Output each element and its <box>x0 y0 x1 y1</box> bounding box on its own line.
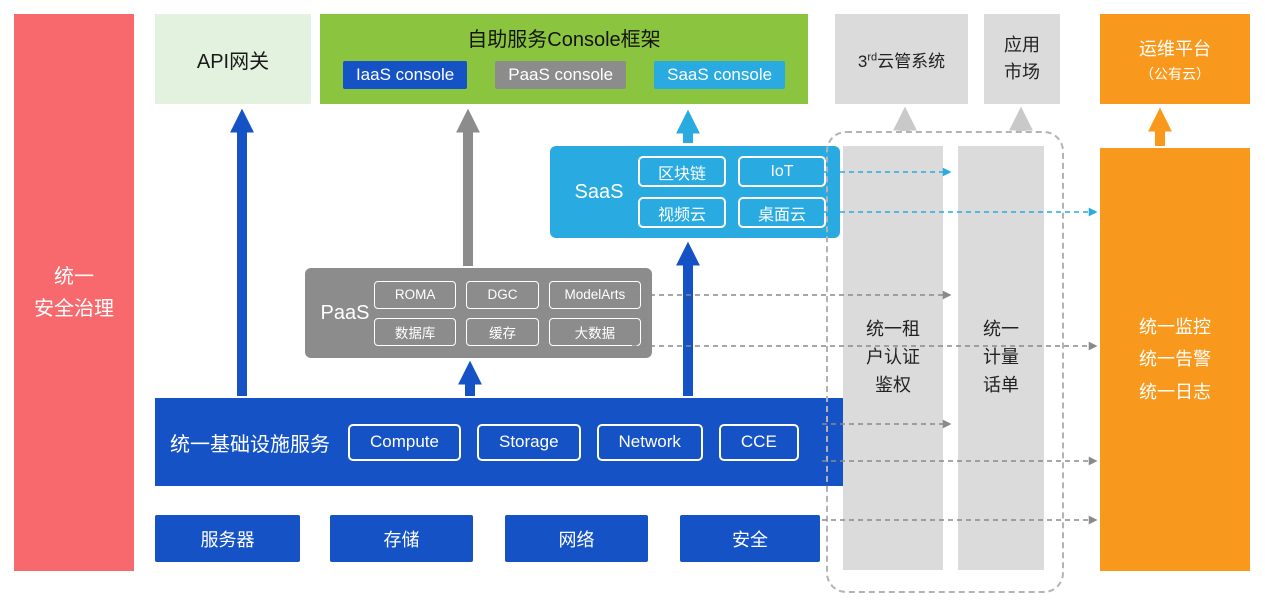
paas-item-dgc: DGC <box>466 280 539 309</box>
console-frame-box: 自助服务Console框架 IaaS console PaaS console … <box>320 14 808 104</box>
om-platform-box: 运维平台 （公有云） <box>1100 14 1250 104</box>
saas-item-iot: IoT <box>738 156 826 187</box>
saas-console-chip: SaaS console <box>654 61 786 89</box>
saas-item-grid: 区块链 IoT 视频云 桌面云 <box>638 156 830 228</box>
infrastructure-block: 统一基础设施服务 Compute Storage Network CCE <box>155 398 850 486</box>
saas-label: SaaS <box>574 180 624 203</box>
infra-item-cce: CCE <box>718 423 799 461</box>
hardware-box-network: 网络 <box>505 515 648 562</box>
hardware-box-storage: 存储 <box>330 515 473 562</box>
om-platform-subtitle: （公有云） <box>1140 65 1210 82</box>
paas-block: PaaS ROMA DGC ModelArts 数据库 缓存 大数据 <box>305 268 652 358</box>
paas-item-roma: ROMA <box>374 280 457 309</box>
paas-item-cache: 缓存 <box>466 317 539 346</box>
monitoring-bar: 统一监控 统一告警 统一日志 <box>1100 148 1250 571</box>
paas-item-bigdata: 大数据 <box>548 317 641 346</box>
security-governance-bar: 统一 安全治理 <box>14 14 134 571</box>
third-party-cms-box: 3rd云管系统 <box>835 14 968 104</box>
hardware-box-server: 服务器 <box>155 515 300 562</box>
om-platform-title: 运维平台 <box>1139 38 1211 59</box>
paas-item-database: 数据库 <box>374 317 457 346</box>
saas-item-desktop-cloud: 桌面云 <box>738 197 826 228</box>
infrastructure-label: 统一基础设施服务 <box>170 433 330 456</box>
saas-item-video-cloud: 视频云 <box>638 197 726 228</box>
infra-item-storage: Storage <box>476 423 581 461</box>
api-gateway-box: API网关 <box>155 14 311 104</box>
saas-block: SaaS 区块链 IoT 视频云 桌面云 <box>550 146 840 238</box>
paas-item-grid: ROMA DGC ModelArts 数据库 缓存 大数据 <box>374 280 641 346</box>
infra-item-network: Network <box>596 423 703 461</box>
dashed-boundary <box>826 131 1064 593</box>
infra-item-compute: Compute <box>348 423 461 461</box>
iaas-console-chip: IaaS console <box>342 61 468 89</box>
third-party-cms-label: 3rd云管系统 <box>857 50 946 71</box>
hardware-box-security: 安全 <box>680 515 820 562</box>
paas-item-modelarts: ModelArts <box>548 280 641 309</box>
app-market-box: 应用 市场 <box>984 14 1060 104</box>
console-frame-title: 自助服务Console框架 <box>467 29 661 51</box>
saas-item-blockchain: 区块链 <box>638 156 726 187</box>
tenant-auth-bar: 统一租 户认证 鉴权 <box>843 146 943 570</box>
paas-label: PaaS <box>320 301 370 324</box>
paas-console-chip: PaaS console <box>495 61 627 89</box>
console-chip-row: IaaS console PaaS console SaaS console <box>320 61 808 89</box>
metering-bar: 统一 计量 话单 <box>958 146 1044 570</box>
